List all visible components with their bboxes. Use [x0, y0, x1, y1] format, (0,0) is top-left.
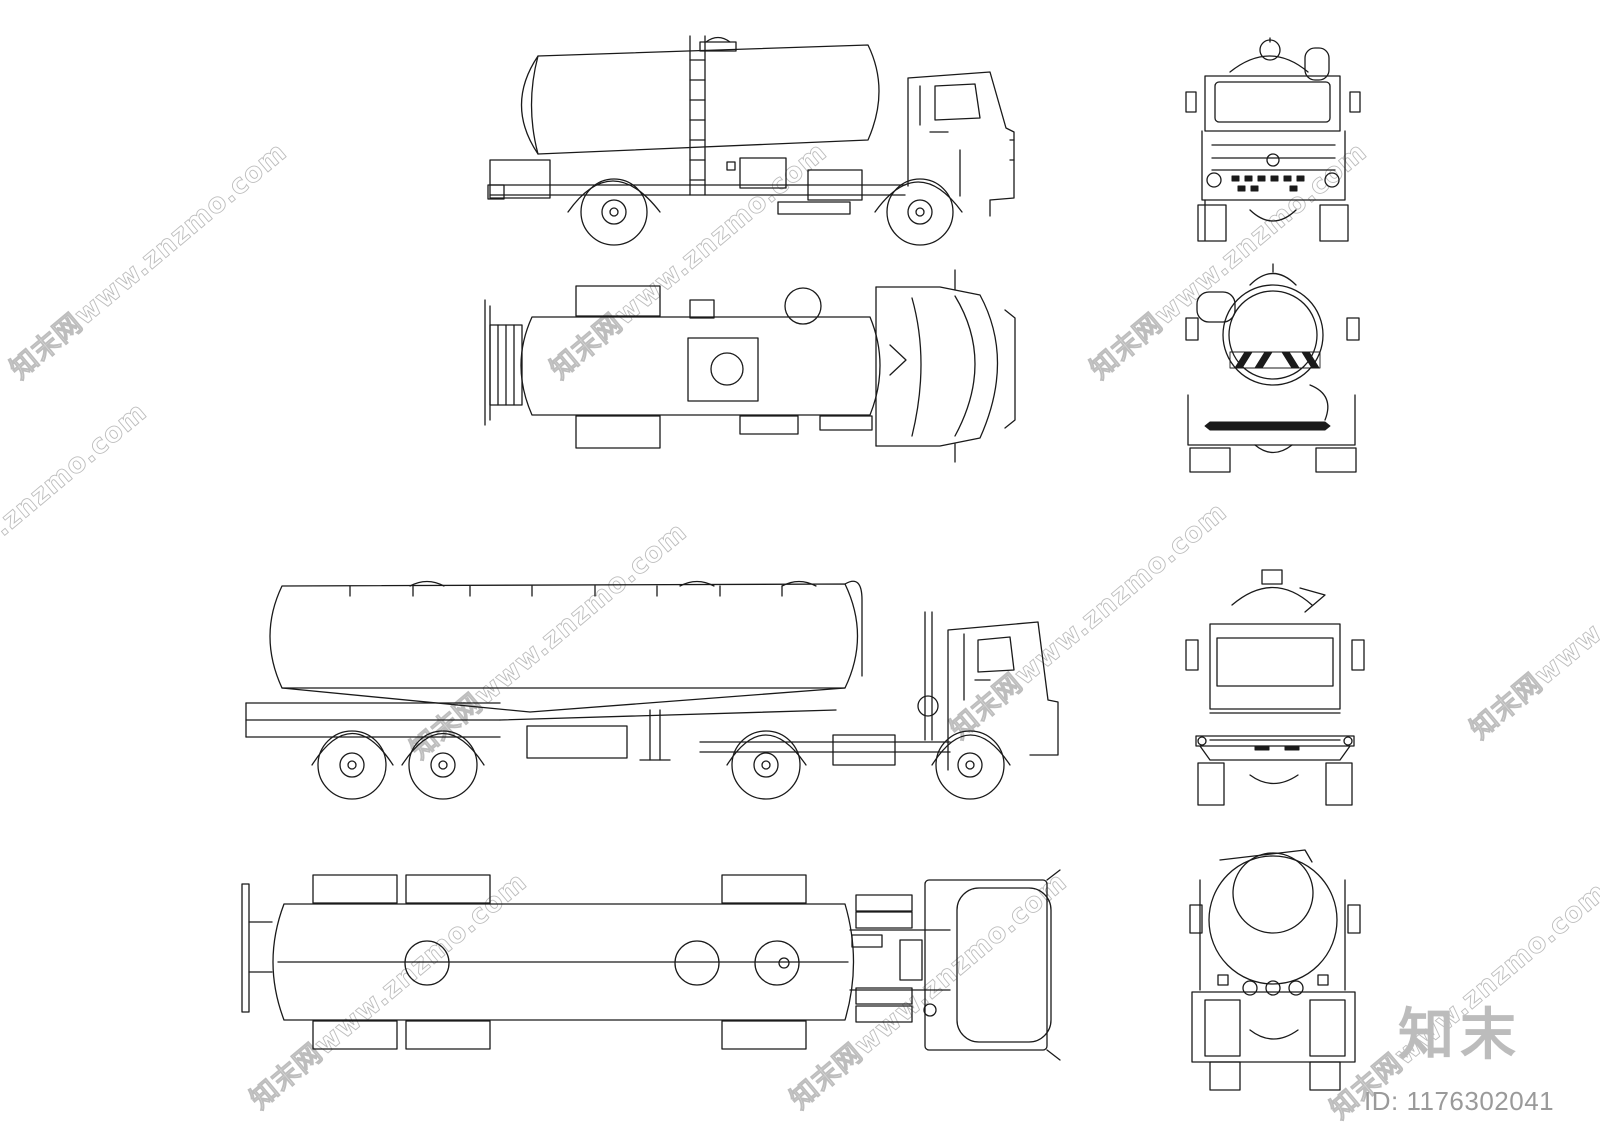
truck-front-view — [1185, 37, 1361, 242]
semitrailer-rear-view — [1189, 849, 1361, 1091]
watermark: 知末网www.znzmo.com — [945, 496, 1234, 745]
truck-side-view — [487, 35, 1015, 246]
watermark: 知末网www.znzmo.com — [1465, 496, 1600, 745]
tractor-front-view — [1185, 569, 1365, 806]
image-id-label: ID: 1176302041 — [1364, 1086, 1555, 1116]
brand-logo-text: 知末 — [1398, 1003, 1522, 1068]
semitrailer-side-view — [245, 580, 1059, 800]
watermark-layer: 知末网www.znzmo.com 知末网www.znzmo.com 知末网www… — [0, 136, 1600, 1126]
truck-top-view — [484, 269, 1016, 463]
watermark: 知末网www.znzmo.com — [5, 136, 294, 385]
watermark: 知末网www.znzmo.com — [0, 396, 153, 645]
watermark: 知末网www.znzmo.com — [545, 136, 834, 385]
semitrailer-top-view — [241, 869, 1061, 1061]
truck-rear-view — [1185, 263, 1360, 473]
